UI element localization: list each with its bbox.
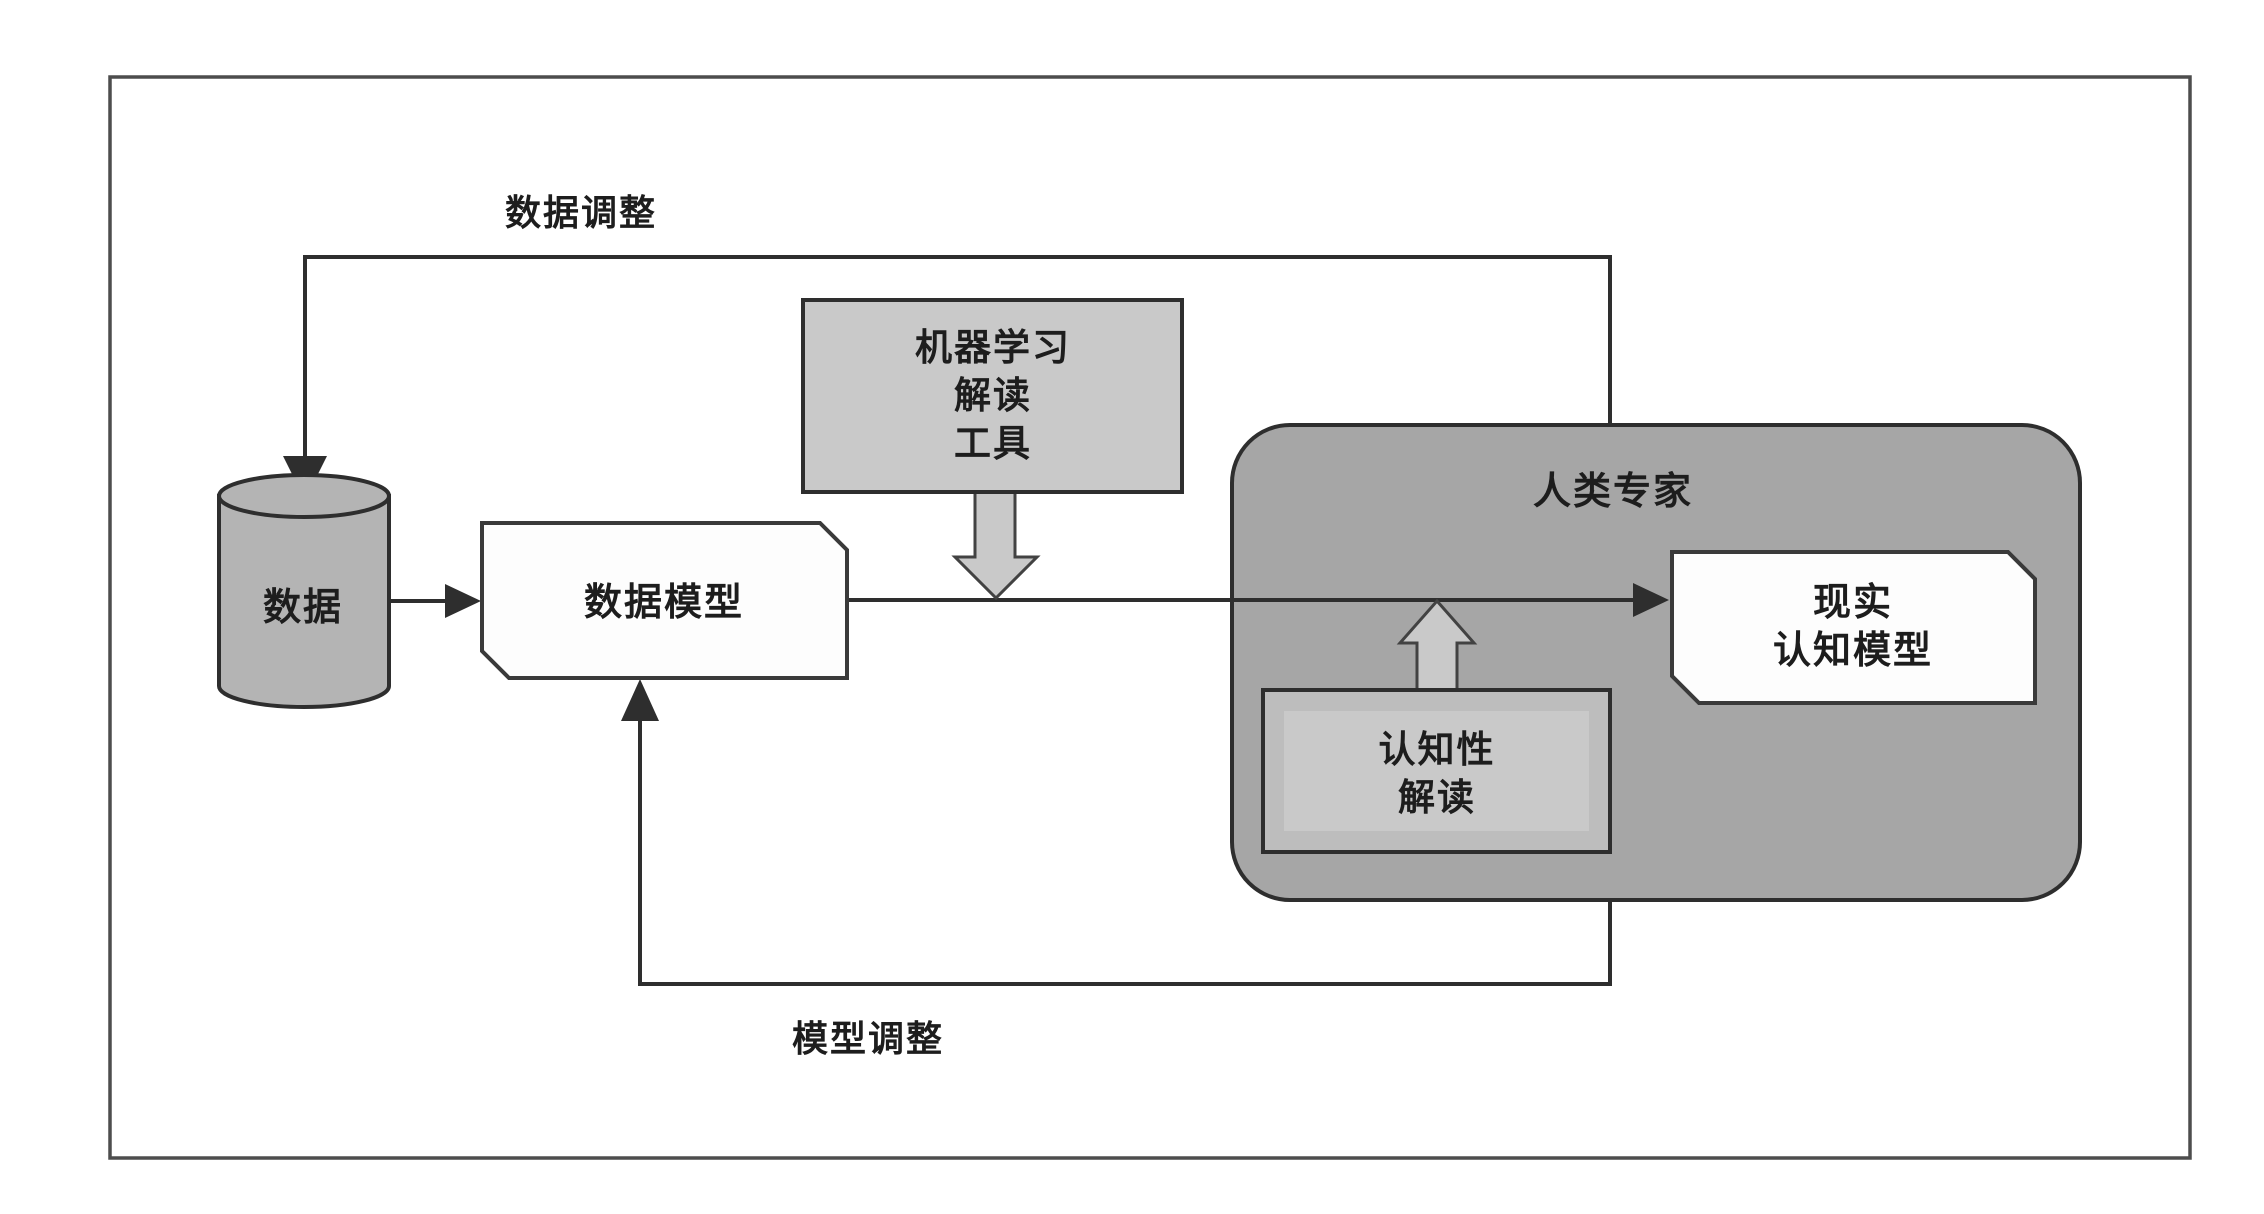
model-adjustment-arrowhead-icon <box>621 679 659 721</box>
reality-cognitive-model-label: 现实 认知模型 <box>1773 578 1933 674</box>
model-adjustment-label: 模型调整 <box>791 1019 945 1060</box>
ml-tool-block-arrow-icon <box>951 482 1041 601</box>
ml-tool-label: 机器学习 解读 工具 <box>915 324 1071 468</box>
model-adjustment-line <box>638 717 1612 986</box>
data-adjustment-label: 数据调整 <box>504 193 658 234</box>
reality-cognitive-model-label-line2: 认知模型 <box>1772 628 1934 672</box>
data-store-cylinder <box>217 473 391 709</box>
data-store-cylinder-top <box>217 473 391 519</box>
model-to-expert-arrowhead-icon <box>1633 583 1669 617</box>
data-model-label: 数据模型 <box>583 580 745 624</box>
ml-tool-label-line1: 机器学习 <box>915 326 1071 369</box>
ml-tool-label-line3: 工具 <box>954 422 1032 465</box>
data-store-cylinder-body <box>217 494 391 709</box>
cognitive-interpretation-label-line1: 认知性 <box>1378 728 1496 771</box>
cognitive-interpretation-label-line2: 解读 <box>1398 776 1476 819</box>
reality-cognitive-model-label-line1: 现实 <box>1812 580 1894 624</box>
ml-tool-label-line2: 解读 <box>954 374 1032 417</box>
reality-cognitive-model-box <box>1670 550 2037 705</box>
cognitive-interpretation-box-inner <box>1284 711 1589 831</box>
ml-tool-box <box>801 298 1184 494</box>
cognitive-interpretation-label: 认知性 解读 <box>1379 726 1496 822</box>
data-model-box <box>480 521 849 680</box>
human-expert-label: 人类专家 <box>1532 469 1694 513</box>
data-adjustment-line <box>303 255 1612 458</box>
figure-frame <box>108 75 2192 1160</box>
data-store-label: 数据 <box>262 585 344 629</box>
data-to-model-arrowhead-icon <box>445 584 481 618</box>
